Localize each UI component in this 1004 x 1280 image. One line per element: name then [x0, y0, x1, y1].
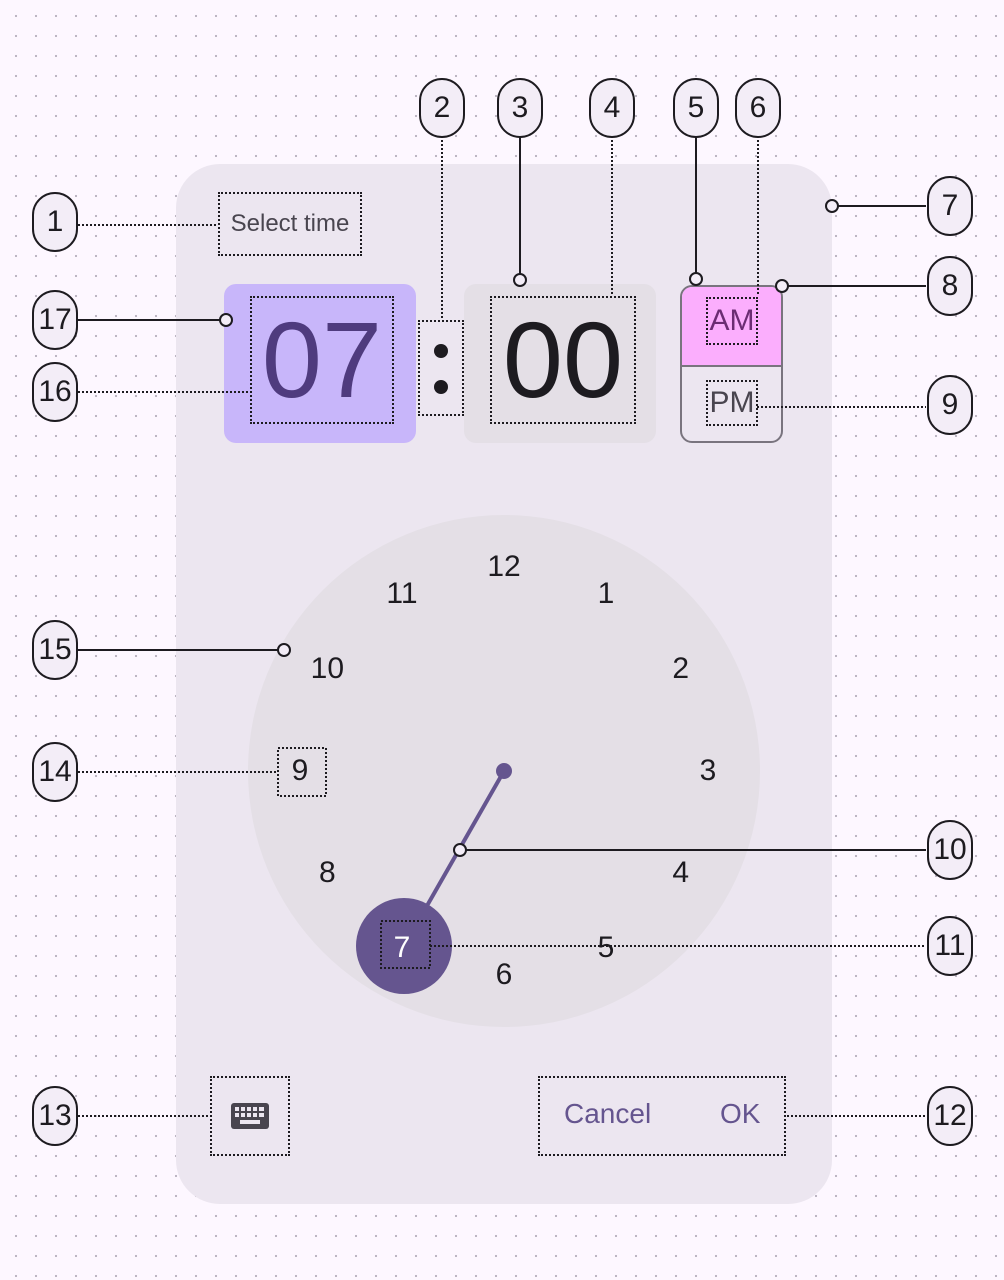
clock-number-1[interactable]: 1 — [597, 577, 615, 611]
callout-marker-10: 10 — [927, 820, 973, 880]
time-separator — [418, 320, 464, 416]
separator-dot — [434, 380, 448, 394]
callout-marker-2: 2 — [419, 78, 465, 138]
keyboard-toggle-button[interactable] — [210, 1076, 290, 1156]
callout-marker-14: 14 — [32, 742, 78, 802]
callout-marker-5: 5 — [673, 78, 719, 138]
pm-label: PM — [706, 380, 758, 426]
cancel-button[interactable]: Cancel — [564, 1098, 652, 1129]
callout-marker-15: 15 — [32, 620, 78, 680]
clock-number-9[interactable]: 9 — [291, 754, 309, 787]
clock-number-5[interactable]: 5 — [597, 930, 615, 964]
separator-dot — [434, 344, 448, 358]
callout-marker-13: 13 — [32, 1086, 78, 1146]
callout-marker-16: 16 — [32, 362, 78, 422]
ok-button[interactable]: OK — [720, 1098, 761, 1129]
callout-marker-6: 6 — [735, 78, 781, 138]
pm-button[interactable]: PM — [682, 367, 781, 441]
callout-marker-9: 9 — [927, 375, 973, 435]
clock-number-7[interactable]: 7 — [393, 930, 411, 964]
clock-number-6[interactable]: 6 — [495, 958, 513, 991]
headline-text: Select time — [230, 210, 350, 237]
am-button[interactable]: AM — [682, 287, 781, 367]
am-label: AM — [706, 297, 758, 345]
keyboard-icon — [231, 1103, 269, 1129]
clock-number-8[interactable]: 8 — [318, 856, 336, 889]
hour-text: 07 — [250, 296, 394, 424]
callout-marker-17: 17 — [32, 290, 78, 350]
clock-number-2[interactable]: 2 — [672, 652, 689, 685]
callout-marker-3: 3 — [497, 78, 543, 138]
clock-number-3[interactable]: 3 — [699, 754, 717, 787]
callout-marker-7: 7 — [927, 176, 973, 236]
callout-marker-4: 4 — [589, 78, 635, 138]
minute-text: 00 — [490, 296, 636, 424]
callout-marker-1: 1 — [32, 192, 78, 252]
clock-number-12[interactable]: 12 — [487, 550, 521, 583]
callout-marker-11: 11 — [927, 916, 973, 976]
clock-number-4[interactable]: 4 — [672, 856, 689, 889]
action-buttons: Cancel OK — [538, 1076, 786, 1156]
headline: Select time — [218, 192, 362, 256]
clock-number-10[interactable]: 10 — [310, 652, 345, 685]
hour-selector[interactable]: 07 — [224, 284, 416, 443]
callout-marker-12: 12 — [927, 1086, 973, 1146]
callout-marker-8: 8 — [927, 256, 973, 316]
period-selector: AM PM — [680, 285, 783, 443]
minute-selector[interactable]: 00 — [464, 284, 656, 443]
clock-number-11[interactable]: 11 — [386, 577, 418, 611]
